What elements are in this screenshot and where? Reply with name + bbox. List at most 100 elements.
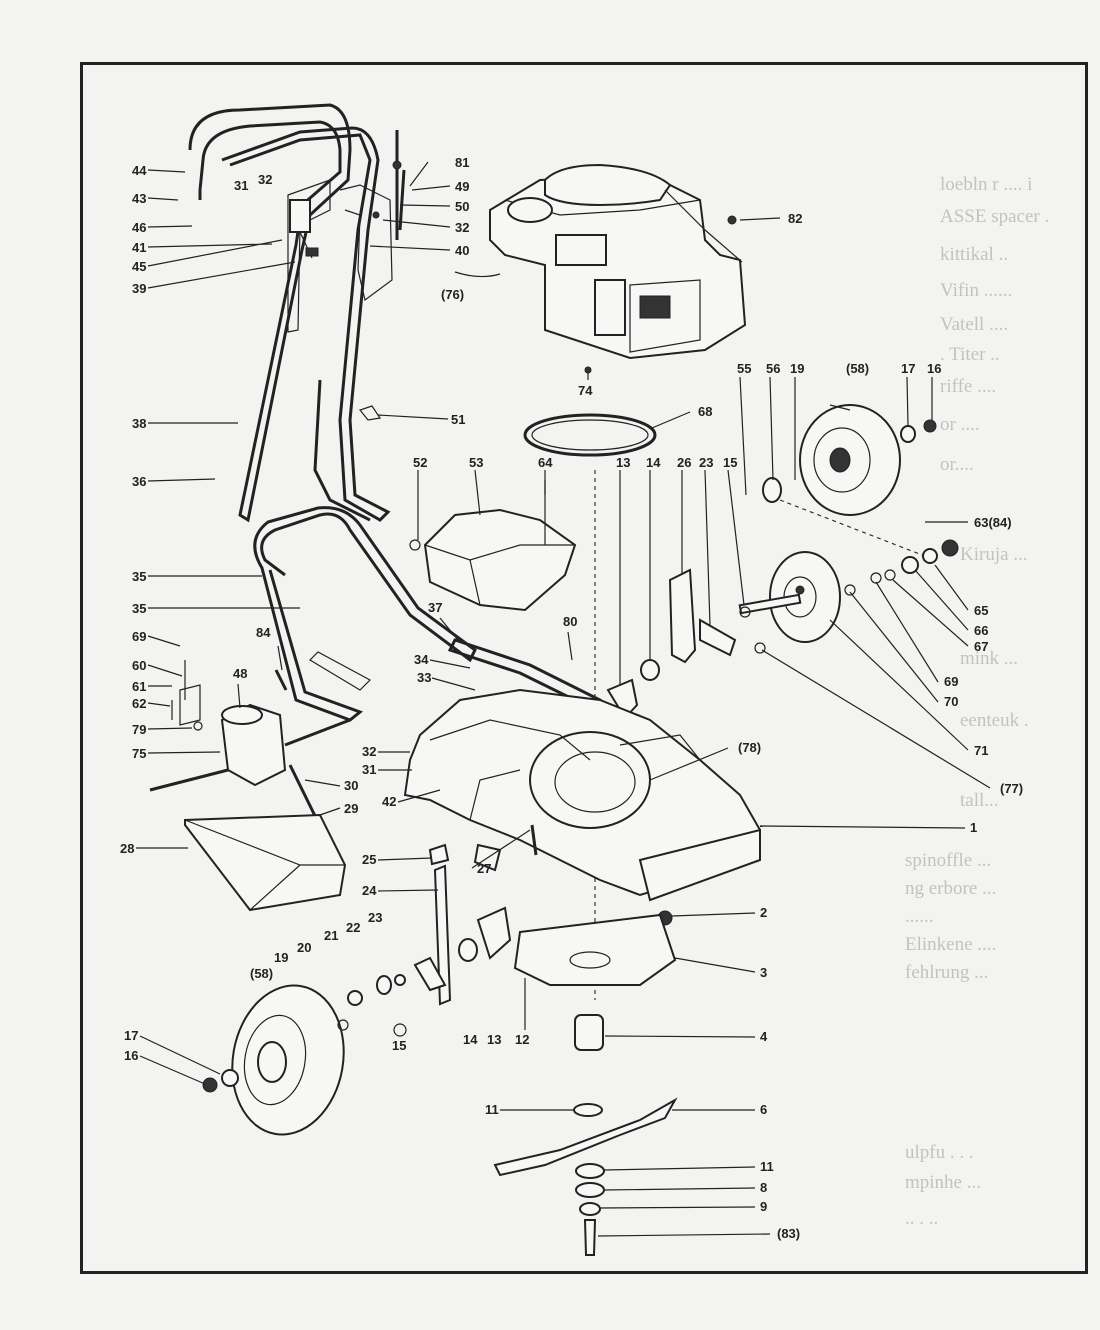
part-number-label: 20 — [297, 940, 311, 955]
svg-text:Vatell ....: Vatell .... — [940, 314, 1008, 335]
faded-background-text: loebln r .... i ASSE spacer . kittikal .… — [905, 174, 1049, 1229]
part-number-label: 61 — [132, 679, 146, 694]
svg-text:or ....: or .... — [940, 414, 980, 435]
part-number-label: 6 — [760, 1102, 767, 1117]
part-number-label: 16 — [124, 1048, 138, 1063]
part-number-label: 37 — [428, 600, 442, 615]
part-number-label: 79 — [132, 722, 146, 737]
part-number-label: 40 — [455, 243, 469, 258]
leader-lines — [136, 161, 991, 1237]
part-number-label: 19 — [790, 361, 804, 376]
svg-text:mpinhe ...: mpinhe ... — [905, 1172, 981, 1193]
part-number-label: 49 — [455, 179, 469, 194]
deck-plate — [513, 913, 677, 986]
part-number-label: 11 — [760, 1159, 774, 1174]
part-number-label: 15 — [723, 455, 737, 470]
svg-text:ng erbore ...: ng erbore ... — [905, 878, 996, 899]
control-box — [289, 199, 311, 233]
part-number-label: 27 — [477, 861, 491, 876]
part-number-label: 71 — [974, 743, 988, 758]
part-number-label: 26 — [677, 455, 691, 470]
part-number-label: 69 — [132, 629, 146, 644]
part-number-label: 35 — [132, 601, 146, 616]
part-number-label: (58) — [846, 361, 869, 376]
part-number-label: 69 — [944, 674, 958, 689]
svg-text:Kiruja ...: Kiruja ... — [960, 544, 1028, 565]
blade-assembly — [493, 1014, 678, 1256]
part-number-label: 80 — [563, 614, 577, 629]
svg-text:.. . ..: .. . .. — [905, 1208, 938, 1229]
front-left-wheel — [202, 956, 447, 1136]
part-number-label: 52 — [413, 455, 427, 470]
part-number-label: 42 — [382, 794, 396, 809]
part-number-label: 32 — [455, 220, 469, 235]
svg-text:. Titer ..: . Titer .. — [940, 344, 1000, 365]
part-number-label: 17 — [124, 1028, 138, 1043]
handle-assembly — [188, 103, 406, 523]
diagram-frame — [80, 62, 1088, 1274]
part-number-label: 31 — [362, 762, 376, 777]
svg-text:kittikal ..: kittikal .. — [940, 244, 1008, 265]
part-number-label: 64 — [538, 455, 553, 470]
part-number-label: 22 — [346, 920, 360, 935]
part-number-label: 51 — [451, 412, 465, 427]
part-number-label: 43 — [132, 191, 146, 206]
mower-deck — [403, 688, 762, 926]
part-number-label: 31 — [234, 178, 248, 193]
svg-text:riffe ....: riffe .... — [940, 376, 996, 397]
svg-text:or....: or.... — [940, 454, 974, 475]
part-number-label: 19 — [274, 950, 288, 965]
part-number-label: 74 — [578, 383, 593, 398]
part-number-label: 32 — [258, 172, 272, 187]
svg-text:Elinkene ....: Elinkene .... — [905, 934, 996, 955]
svg-text:eenteuk .: eenteuk . — [960, 710, 1029, 731]
belt-cover — [423, 508, 577, 612]
part-number-label: 60 — [132, 658, 146, 673]
part-number-label: 39 — [132, 281, 146, 296]
part-number-label: 33 — [417, 670, 431, 685]
part-number-label: 16 — [927, 361, 941, 376]
svg-text:Vifin ......: Vifin ...... — [940, 280, 1012, 301]
part-number-label: 35 — [132, 569, 146, 584]
part-number-label: 4 — [760, 1029, 768, 1044]
svg-text:fehlrung ...: fehlrung ... — [905, 962, 988, 983]
part-number-label: (58) — [250, 966, 273, 981]
part-number-label: 29 — [344, 801, 358, 816]
svg-text:ulpfu . . .: ulpfu . . . — [905, 1142, 974, 1163]
lower-handle — [253, 506, 477, 722]
part-number-label: 23 — [699, 455, 713, 470]
part-number-label: 14 — [646, 455, 661, 470]
part-number-label: 56 — [766, 361, 780, 376]
part-number-label: 41 — [132, 240, 146, 255]
part-number-label: 3 — [760, 965, 767, 980]
drive-pulley — [738, 419, 959, 654]
part-number-label: 23 — [368, 910, 382, 925]
part-number-label: 46 — [132, 220, 146, 235]
part-number-label: 62 — [132, 696, 146, 711]
part-number-label: 30 — [344, 778, 358, 793]
part-number-label: 70 — [944, 694, 958, 709]
part-number-label: 82 — [788, 211, 802, 226]
part-number-label: 84 — [256, 625, 271, 640]
part-number-label: 45 — [132, 259, 146, 274]
part-number-label: 9 — [760, 1199, 767, 1214]
part-number-label: 81 — [455, 155, 469, 170]
part-number-label: 53 — [469, 455, 483, 470]
part-number-label: (77) — [1000, 781, 1023, 796]
part-number-label: 75 — [132, 746, 146, 761]
part-number-label: 50 — [455, 199, 469, 214]
part-number-label: 13 — [616, 455, 630, 470]
part-number-label: 1 — [970, 820, 977, 835]
part-number-label: 13 — [487, 1032, 501, 1047]
svg-text:loebln r .... i: loebln r .... i — [940, 174, 1032, 195]
part-number-label: 15 — [392, 1038, 406, 1053]
part-number-label: 17 — [901, 361, 915, 376]
part-number-label: (78) — [738, 740, 761, 755]
part-number-label: 8 — [760, 1180, 767, 1195]
part-number-label: (76) — [441, 287, 464, 302]
svg-text:spinoffle ...: spinoffle ... — [905, 850, 991, 871]
svg-text:tall...: tall... — [960, 790, 999, 811]
